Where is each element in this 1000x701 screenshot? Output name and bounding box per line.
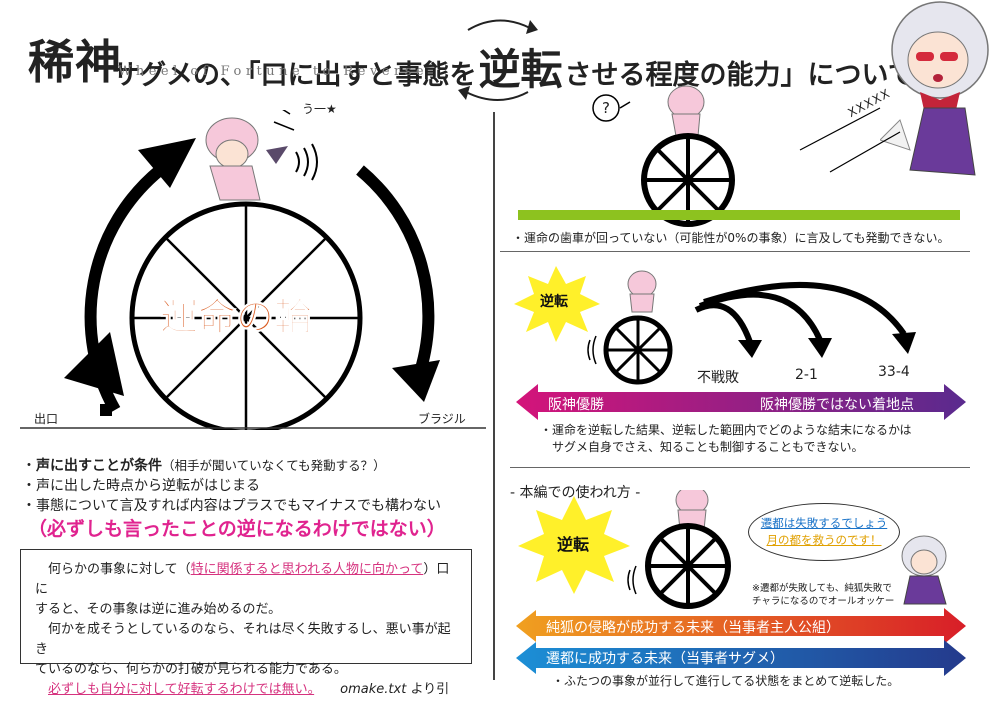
future-arrow-relocation — [516, 640, 966, 676]
brazil-label: ブラジル — [418, 412, 466, 426]
speech-bubble: 遷都は失敗するでしょう 月の都を救うのです！ — [748, 503, 900, 561]
list-item: ・事態について言及すれば内容はプラスでもマイナスでも構わない — [22, 498, 442, 514]
emphasis-note: （必ずしも言ったことの逆になるわけではない） — [28, 518, 446, 540]
arrow-head-lower-icon — [64, 332, 124, 396]
condition-list: ・声に出すことが条件（相手が聞いていなくても発動する？） ・声に出した時点から逆… — [22, 456, 492, 516]
outcome-label: 2-1 — [795, 367, 818, 383]
page-title: サグメの、「口に出すと事態を逆転させる程度の能力」について。 — [112, 36, 941, 97]
panel3-diagram — [516, 490, 966, 676]
panel2-note: ・運命を逆転した結果、逆転した範囲内でどのような結末になるかは サグメ自身でさえ… — [540, 423, 912, 454]
question-mark: ? — [602, 99, 610, 117]
panel1-note: ・運命の歯車が回っていない（可能性が0%の事象）に言及しても発動できない。 — [512, 231, 950, 245]
condition-bold: 声に出すことが条件 — [36, 458, 162, 474]
title-name: 稀神 — [28, 35, 122, 89]
wheel-diagram — [20, 110, 486, 430]
outcome-range-arrow — [516, 384, 966, 420]
panel1-diagram — [518, 85, 960, 227]
title-suffix: させる程度の能力」について。 — [564, 60, 941, 91]
quote-box: 何らかの事象に対して（特に関係すると思われる人物に向かって）口に すると、その事… — [20, 549, 472, 697]
column-divider — [493, 112, 495, 680]
panel-divider-2 — [510, 467, 970, 468]
list-item: ・声に出した時点から逆転がはじまる — [22, 478, 260, 494]
ground-bar — [518, 210, 960, 220]
starburst-icon — [514, 266, 600, 342]
arrow-head-right-icon — [392, 360, 440, 402]
exit-label: 出口 — [34, 412, 59, 426]
panel3-footer: ・ふたつの事象が並行して進行してる状態をまとめて逆転した。 — [552, 674, 900, 688]
bar-invasion-label: 純狐の侵略が成功する未来（当事者主人公組） — [546, 620, 840, 636]
title-subtitle: Wheel of Fortune to Reverse — [118, 64, 429, 79]
panel-divider-1 — [500, 251, 970, 252]
wheel-of-fortune-label: 運命の輪 — [159, 294, 313, 340]
panel2-burst-label: 逆転 — [540, 294, 568, 310]
title-prefix: サグメの、「口に出すと事態を — [112, 60, 477, 91]
starburst-icon — [518, 496, 630, 594]
outcome-label: 不戦敗 — [697, 370, 739, 386]
arrow-head-upper-icon — [138, 138, 196, 188]
list-item: ・声に出すことが条件（相手が聞いていなくても発動する？） — [22, 458, 386, 474]
outcome-label: 33-4 — [878, 364, 910, 380]
title-big-word: 逆転 — [478, 45, 563, 94]
future-arrow-invasion — [516, 608, 966, 644]
bar-right-label: 阪神優勝ではない着地点 — [760, 397, 914, 413]
sagume-character-illustration — [880, 1, 989, 176]
bar-relocation-label: 遷都に成功する未来（当事者サグメ） — [546, 651, 784, 667]
panel2-diagram — [514, 266, 966, 420]
side-note: ※遷都が失敗しても、純狐失敗で チャラになるのでオールオッケー — [752, 583, 895, 607]
rotate-arrows-icon — [458, 19, 538, 101]
section-header: - 本編での使われ方 - — [510, 485, 641, 501]
panel3-burst-label: 逆転 — [557, 535, 590, 554]
sound-effect-text: う一★ — [302, 102, 337, 116]
bar-left-label: 阪神優勝 — [548, 397, 604, 413]
